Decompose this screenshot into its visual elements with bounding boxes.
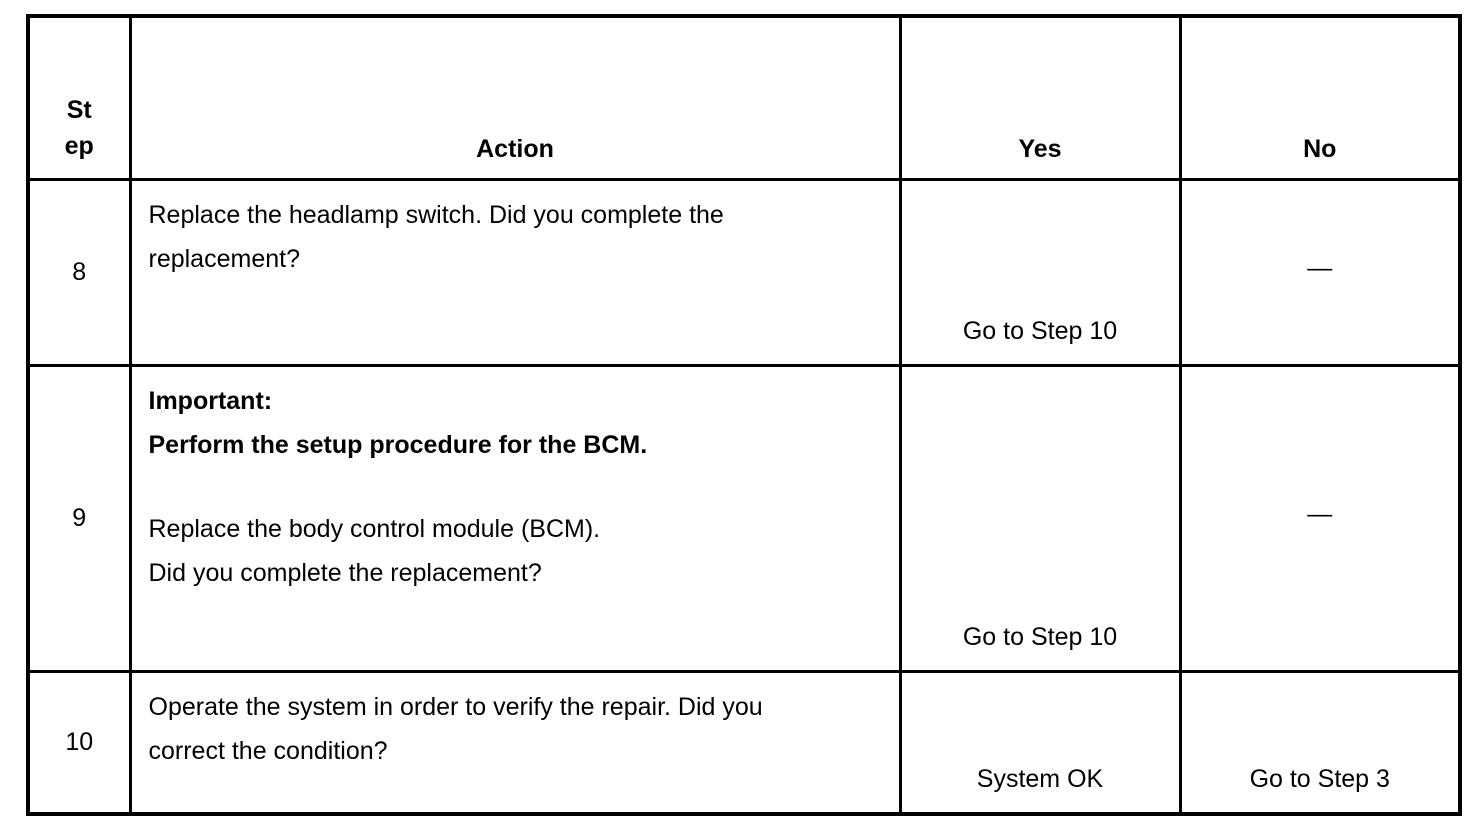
- action-line: Operate the system in order to verify th…: [148, 693, 763, 721]
- action-line: Replace the body control module (BCM).: [148, 515, 601, 543]
- no-result: Go to Step 3: [1249, 765, 1390, 793]
- no-result-cell: Go to Step 3: [1178, 670, 1462, 816]
- header-cell-step: St ep: [26, 14, 132, 181]
- important-text: Perform the setup procedure for the BCM.: [148, 431, 648, 459]
- table-row-step-9: 9 Important: Perform the setup procedure…: [26, 364, 1462, 673]
- header-cell-no: No: [1178, 14, 1462, 181]
- action-line: correct the condition?: [148, 737, 388, 765]
- table-row-step-10: 10 Operate the system in order to verify…: [26, 670, 1462, 816]
- action-line: replacement?: [148, 245, 300, 273]
- no-result-cell: —: [1178, 178, 1462, 367]
- action-line: Replace the headlamp switch. Did you com…: [148, 201, 724, 229]
- yes-result-cell: Go to Step 10: [898, 364, 1182, 673]
- action-cell: Important: Perform the setup procedure f…: [128, 364, 902, 673]
- yes-result-cell: System OK: [898, 670, 1182, 816]
- important-label: Important:: [148, 387, 273, 415]
- header-cell-action: Action: [128, 14, 902, 181]
- header-cell-yes: Yes: [898, 14, 1182, 181]
- diagnostic-step-table: St ep Action Yes No 8 Replace the headla…: [26, 14, 1462, 816]
- no-result-cell: —: [1178, 364, 1462, 673]
- header-row: St ep Action Yes No: [26, 14, 1462, 181]
- yes-result: Go to Step 10: [962, 317, 1118, 345]
- yes-result: System OK: [976, 765, 1104, 793]
- step-number: 9: [26, 364, 132, 673]
- action-cell: Operate the system in order to verify th…: [128, 670, 902, 816]
- yes-result-cell: Go to Step 10: [898, 178, 1182, 367]
- table-row-step-8: 8 Replace the headlamp switch. Did you c…: [26, 178, 1462, 367]
- yes-result: Go to Step 10: [962, 623, 1118, 651]
- document-page: St ep Action Yes No 8 Replace the headla…: [26, 14, 1462, 816]
- step-number: 8: [26, 178, 132, 367]
- action-line: Did you complete the replacement?: [148, 559, 542, 587]
- no-result-dash: —: [1307, 253, 1333, 282]
- step-number: 10: [26, 670, 132, 816]
- no-result-dash: —: [1307, 499, 1333, 528]
- action-cell: Replace the headlamp switch. Did you com…: [128, 178, 902, 367]
